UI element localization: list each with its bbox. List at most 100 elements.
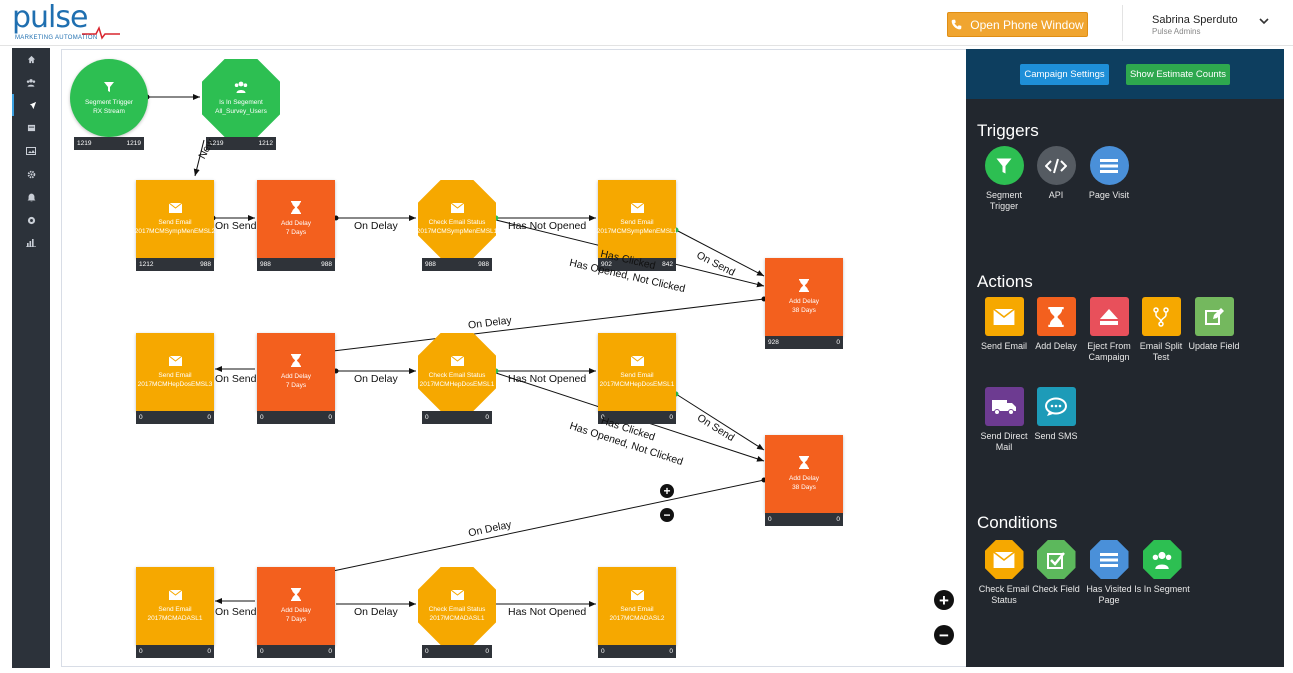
tool-is-in-segment[interactable]: Is In Segment — [1132, 540, 1192, 595]
node-label: Send Email — [620, 371, 654, 379]
settings-circle-icon[interactable] — [12, 209, 50, 231]
tool-check-field[interactable]: Check Field — [1026, 540, 1086, 595]
node-label: Is In Segement — [219, 98, 263, 106]
open-phone-window-button[interactable]: Open Phone Window — [947, 12, 1088, 37]
count-in: 0 — [601, 648, 605, 655]
bar-chart-icon[interactable] — [12, 232, 50, 254]
tool-add-delay[interactable]: Add Delay — [1026, 297, 1086, 352]
node-check-email-status[interactable]: Check Email Status 2017MCMHepDosEMSL1 0 0 — [418, 333, 496, 424]
zoom-in-button[interactable]: + — [934, 590, 954, 610]
tool-check-email-status[interactable]: Check Email Status — [974, 540, 1034, 605]
home-icon[interactable] — [12, 48, 50, 70]
node-add-icon[interactable]: + — [660, 484, 674, 498]
count-out: 1212 — [258, 140, 273, 147]
tool-label: Email Split Test — [1139, 341, 1183, 362]
phone-icon — [951, 19, 962, 30]
node-body: Check Email Status 2017MCMHepDosEMSL1 — [418, 333, 496, 411]
node-counts: 1219 1212 — [206, 137, 276, 150]
hourglass-icon — [291, 588, 301, 601]
node-label: Check Email Status — [428, 371, 486, 379]
tool-send-direct-mail[interactable]: Send Direct Mail — [974, 387, 1034, 452]
show-estimate-counts-button[interactable]: Show Estimate Counts — [1126, 64, 1230, 85]
tool-label: Update Field — [1188, 341, 1240, 351]
node-label: Send Email — [158, 371, 192, 379]
node-sublabel: 7 Days — [285, 229, 307, 236]
tool-label: Eject From Campaign — [1087, 341, 1131, 362]
node-sublabel: 2017MCMSympMenEMSL1 — [416, 227, 498, 235]
inbox-icon[interactable] — [12, 117, 50, 139]
tool-send-email[interactable]: Send Email — [974, 297, 1034, 352]
node-remove-icon[interactable]: − — [660, 508, 674, 522]
tool-page-visit[interactable]: Page Visit — [1079, 146, 1139, 201]
split-icon — [1141, 297, 1181, 336]
left-sidebar — [12, 48, 50, 668]
tool-send-sms[interactable]: Send SMS — [1026, 387, 1086, 442]
envelope-icon — [450, 589, 464, 600]
count-in: 1219 — [209, 140, 224, 147]
gear-icon[interactable] — [12, 163, 50, 185]
count-in: 0 — [425, 648, 429, 655]
chevron-down-icon[interactable] — [1259, 17, 1269, 25]
count-in: 0 — [425, 414, 429, 421]
tool-email-split-test[interactable]: Email Split Test — [1131, 297, 1191, 362]
count-out: 0 — [485, 648, 489, 655]
link-label: On Delay — [354, 373, 398, 385]
node-check-email-status[interactable]: Check Email Status 2017MCMSympMenEMSL1 9… — [418, 180, 496, 271]
link-label: On Send — [215, 606, 257, 618]
envelope-icon — [630, 202, 644, 213]
link-label: Has Not Opened — [508, 606, 587, 618]
zoom-out-button[interactable]: − — [934, 625, 954, 645]
count-in: 1219 — [77, 140, 92, 147]
node-label: Send Email — [158, 605, 192, 613]
count-out: 0 — [485, 414, 489, 421]
rocket-icon[interactable] — [12, 94, 50, 116]
campaign-settings-button[interactable]: Campaign Settings — [1020, 64, 1109, 85]
pulse-logo[interactable]: pulse MARKETING AUTOMATION — [12, 0, 132, 44]
tool-api[interactable]: API — [1026, 146, 1086, 201]
envelope-icon — [630, 355, 644, 366]
node-body: Add Delay 38 Days — [765, 435, 843, 513]
tool-label: Send Direct Mail — [980, 431, 1028, 452]
envelope-icon — [630, 589, 644, 600]
bell-icon[interactable] — [12, 186, 50, 208]
count-out: 988 — [200, 261, 211, 268]
count-out: 0 — [836, 516, 840, 523]
count-out: 0 — [669, 414, 673, 421]
count-in: 1212 — [139, 261, 154, 268]
envelope-icon — [168, 202, 182, 213]
node-body: Add Delay 7 Days — [257, 180, 335, 258]
node-body: Check Email Status 2017MCMSympMenEMSL1 — [418, 180, 496, 258]
tool-label: Page Visit — [1088, 190, 1130, 200]
tool-update-field[interactable]: Update Field — [1184, 297, 1244, 352]
tool-eject-from-campaign[interactable]: Eject From Campaign — [1079, 297, 1139, 362]
truck-icon — [984, 387, 1024, 426]
tool-segment-trigger[interactable]: Segment Trigger — [974, 146, 1034, 211]
users-icon[interactable] — [12, 71, 50, 93]
count-in: 0 — [601, 414, 605, 421]
image-icon[interactable] — [12, 140, 50, 162]
count-out: 0 — [207, 414, 211, 421]
tool-has-visited-page[interactable]: Has Visited Page — [1079, 540, 1139, 605]
count-out: 0 — [328, 414, 332, 421]
code-icon — [1036, 146, 1076, 185]
user-name[interactable]: Sabrina Sperduto — [1152, 14, 1238, 26]
